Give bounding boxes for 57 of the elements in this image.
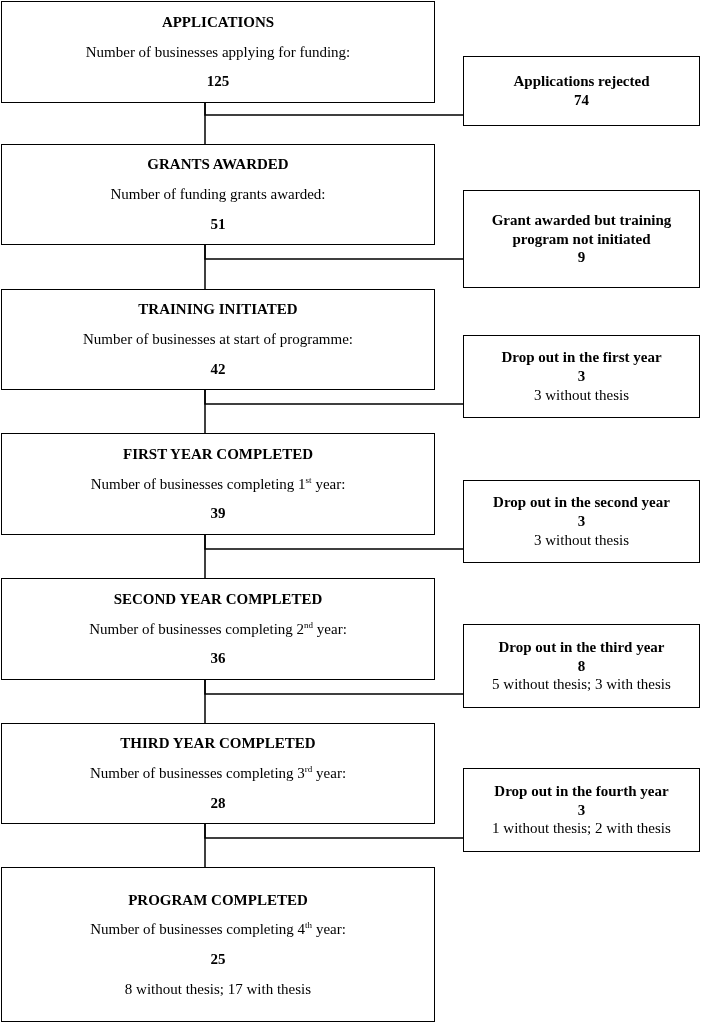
count: 28 (209, 793, 227, 813)
stage-box (1, 289, 435, 390)
stage-box (1, 144, 435, 245)
connector-line (204, 244, 206, 290)
outcome-box (463, 190, 700, 288)
count: 39 (209, 504, 227, 524)
stage-box (1, 1, 435, 103)
description: Number of funding grants awarded: (109, 185, 327, 204)
heading: Grant awarded but training program not initiated (490, 210, 673, 249)
description: 3 without thesis (533, 530, 630, 550)
description: Number of businesses completing 4$^{th}$ year: (89, 920, 347, 939)
outcome-box (463, 56, 700, 126)
stage-box (1, 723, 435, 824)
heading: TRAINING INITIATED (137, 300, 299, 320)
outcome-box (463, 624, 700, 708)
description: Number of businesses at start of programme: (82, 330, 354, 349)
connector-line (204, 679, 206, 724)
heading: GRANTS AWARDED (146, 155, 290, 175)
description: 3 without thesis (533, 385, 630, 405)
description: 5 without thesis; 3 with thesis (491, 675, 672, 695)
heading: Drop out in the second year (492, 493, 671, 513)
heading: FIRST YEAR COMPLETED (122, 444, 314, 464)
heading: Drop out in the first year (500, 348, 663, 368)
count: 3 (576, 512, 587, 531)
connector-line (204, 389, 206, 434)
count: 9 (576, 248, 587, 268)
count: 25 (209, 950, 227, 969)
description: Number of businesses completing 3$^{rd}$ year: (88, 764, 348, 783)
heading: APPLICATIONS (160, 12, 276, 32)
heading: THIRD YEAR COMPLETED (119, 734, 317, 754)
count: 3 (576, 800, 587, 820)
stage-box (1, 578, 435, 680)
connector-line (204, 102, 206, 145)
heading: PROGRAM COMPLETED (127, 890, 309, 910)
count: 3 (576, 367, 587, 386)
count: 51 (209, 214, 227, 234)
description: Number of businesses completing 2$^{nd}$ year: (88, 619, 348, 639)
description: Number of businesses applying for funding: (84, 42, 352, 62)
count: 42 (209, 359, 227, 379)
description: 8 without thesis; 17 with thesis (123, 979, 313, 999)
heading: Drop out in the third year (497, 637, 666, 657)
connector-line (204, 534, 206, 579)
count: 8 (576, 656, 587, 676)
stage-box (1, 867, 435, 1022)
count: 74 (573, 91, 590, 110)
count: 125 (205, 72, 231, 92)
heading: SECOND YEAR COMPLETED (112, 589, 324, 609)
outcome-box (463, 335, 700, 418)
description: Number of businesses completing 1$^{st}$ year: (89, 474, 347, 494)
count: 36 (209, 649, 227, 669)
heading: Drop out in the fourth year (493, 781, 670, 801)
outcome-box (463, 480, 700, 563)
heading: Applications rejected (512, 72, 651, 91)
description: 1 without thesis; 2 with thesis (491, 819, 672, 839)
connector-line (204, 823, 206, 868)
outcome-box (463, 768, 700, 852)
stage-box (1, 433, 435, 535)
